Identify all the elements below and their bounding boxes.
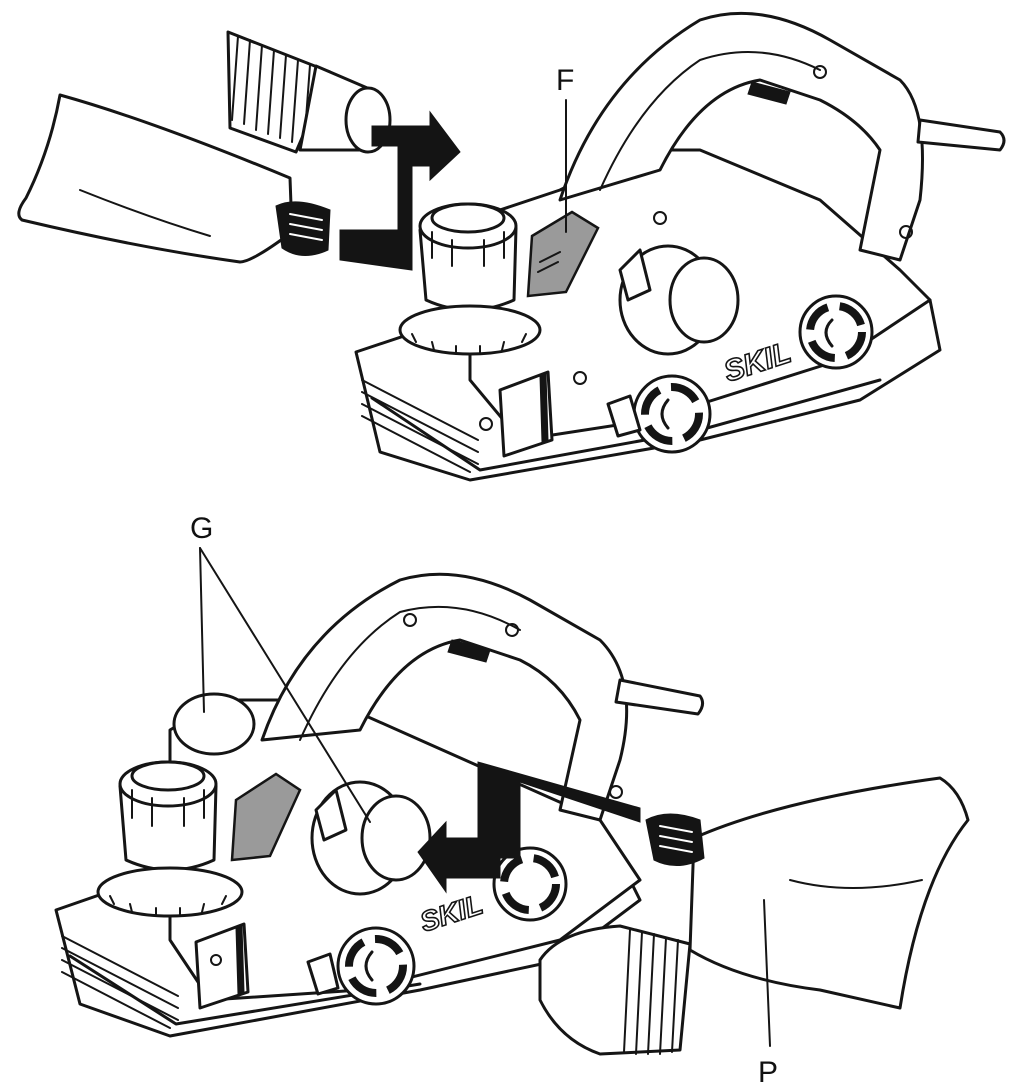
callout-leader-g-2 (199, 547, 371, 823)
callout-leader-p (763, 899, 771, 1047)
planer-body-top (354, 11, 1006, 482)
callout-label-g: G (190, 512, 213, 545)
dust-bag-top (17, 93, 331, 264)
bottom-illustration: SKIL G P (54, 512, 970, 1089)
vacuum-hose-top (226, 30, 392, 154)
top-illustration: SKIL F (17, 11, 1006, 482)
planer-body-bottom (54, 572, 705, 1038)
attach-arrow-bottom (417, 761, 641, 894)
callout-label-p: P (758, 1056, 778, 1089)
attach-arrow-top (339, 110, 461, 271)
dust-bag-bottom (645, 776, 970, 1010)
callout-leader-g-1 (199, 547, 205, 713)
vacuum-hose-bottom (538, 924, 692, 1056)
callout-label-f: F (556, 64, 574, 97)
